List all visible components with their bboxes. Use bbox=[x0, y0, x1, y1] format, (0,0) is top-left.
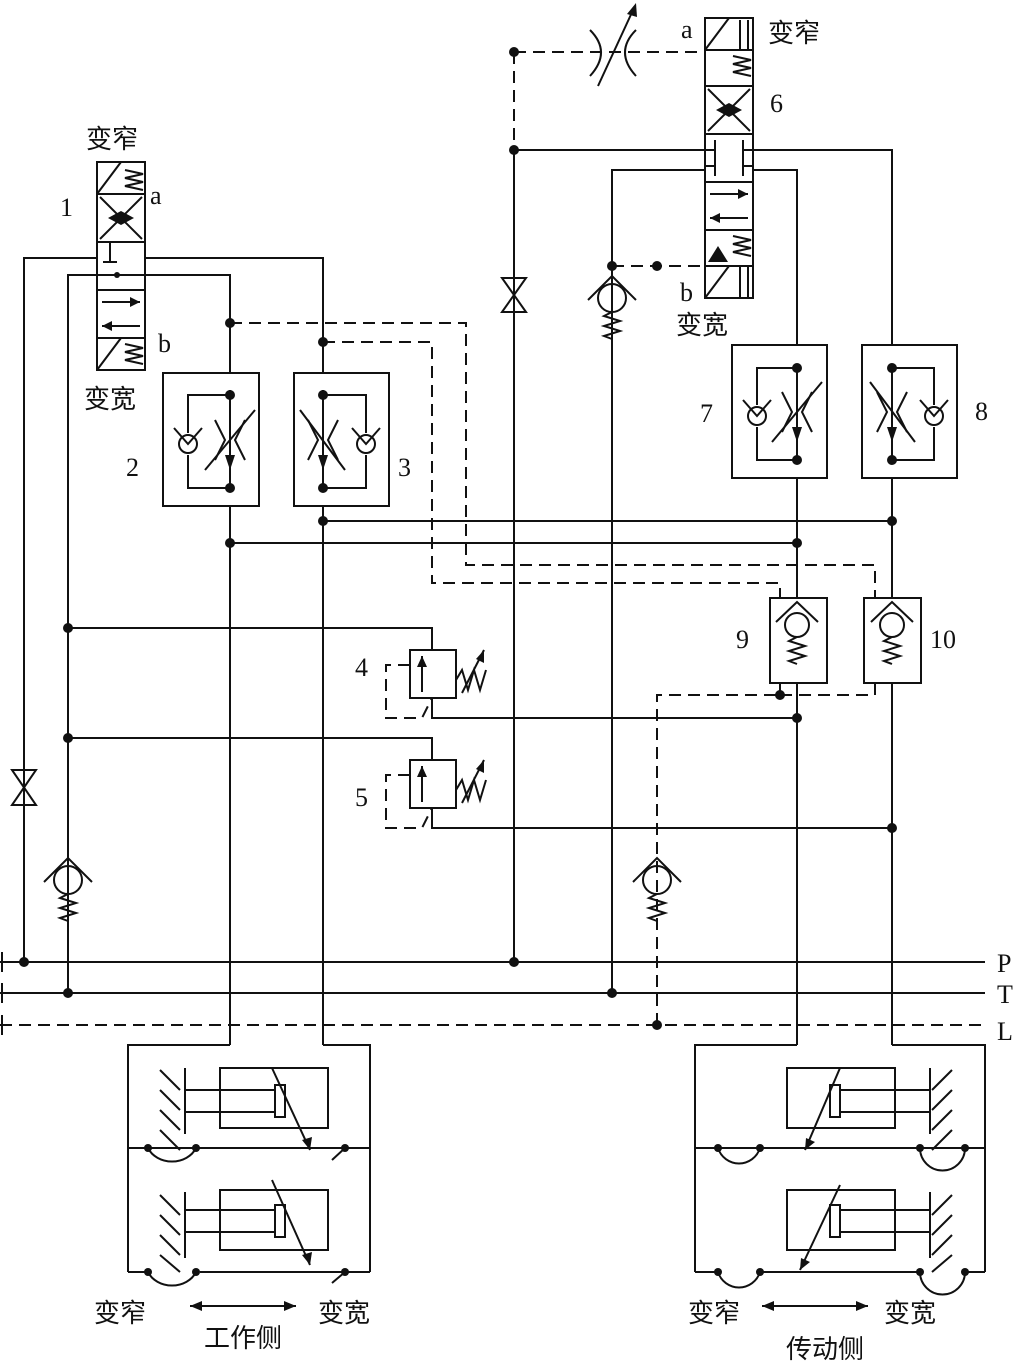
line-label-l: L bbox=[997, 1017, 1013, 1046]
valve-1: 变窄 a b 变宽 1 bbox=[60, 125, 171, 415]
component-number-1: 1 bbox=[60, 193, 73, 222]
valve-6-top-label: 变窄 bbox=[768, 19, 820, 49]
component-number-7: 7 bbox=[700, 399, 713, 428]
component-number-3: 3 bbox=[398, 453, 411, 482]
valve-6-port-a: a bbox=[681, 15, 693, 44]
component-number-5: 5 bbox=[355, 783, 368, 812]
supply-lines: P T L bbox=[0, 949, 1013, 1046]
work-side-cylinders: 变窄 变宽 工作侧 bbox=[94, 1044, 371, 1354]
component-number-2: 2 bbox=[126, 453, 139, 482]
valve-9: 9 bbox=[736, 597, 828, 684]
work-side-wide-label: 变宽 bbox=[318, 1299, 370, 1329]
valve-10: 10 bbox=[863, 597, 956, 684]
valve-1-bottom-label: 变宽 bbox=[84, 385, 136, 415]
valve-6-bottom-label: 变宽 bbox=[676, 311, 728, 341]
component-number-4: 4 bbox=[355, 653, 368, 682]
line-label-t: T bbox=[997, 980, 1013, 1009]
valve-8: 8 bbox=[861, 344, 988, 479]
right-piping bbox=[500, 3, 897, 1045]
valve-1-top-label: 变窄 bbox=[86, 125, 138, 155]
drive-side-wide-label: 变宽 bbox=[884, 1299, 936, 1329]
component-number-10: 10 bbox=[930, 625, 956, 654]
drive-side-cylinders: 变窄 变宽 传动侧 bbox=[688, 1044, 986, 1365]
valve-3: 3 bbox=[293, 372, 411, 507]
valve-1-port-b: b bbox=[158, 329, 171, 358]
valve-6-port-b: b bbox=[680, 278, 693, 307]
relief-valve-5: 5 bbox=[355, 759, 892, 829]
work-side-narrow-label: 变窄 bbox=[94, 1299, 146, 1329]
drive-side-narrow-label: 变窄 bbox=[688, 1299, 740, 1329]
line-label-p: P bbox=[997, 949, 1011, 978]
relief-valve-4: 4 bbox=[355, 649, 797, 719]
valve-7: 7 bbox=[700, 344, 828, 479]
valve-1-port-a: a bbox=[150, 181, 162, 210]
work-side-title: 工作侧 bbox=[204, 1324, 282, 1354]
component-number-6: 6 bbox=[770, 89, 783, 118]
component-number-8: 8 bbox=[975, 397, 988, 426]
component-number-9: 9 bbox=[736, 625, 749, 654]
valve-2: 2 bbox=[126, 372, 260, 507]
drive-side-title: 传动侧 bbox=[786, 1335, 864, 1365]
valve-6: a 变窄 6 b 变宽 bbox=[676, 15, 820, 341]
